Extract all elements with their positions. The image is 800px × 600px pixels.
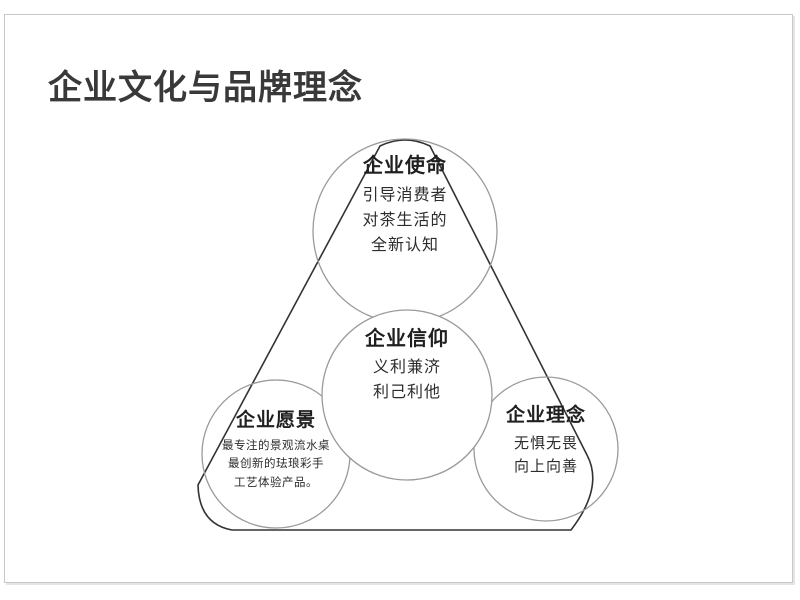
node-mission-title: 企业使命 — [363, 155, 447, 177]
node-faith-title: 企业信仰 — [365, 328, 449, 350]
circle-faith — [321, 309, 493, 481]
rounded-triangle-outline — [197, 139, 594, 531]
culture-diagram: 企业使命 引导消费者 对茶生活的 全新认知 企业信仰 义利兼济 利己利他 企业愿… — [5, 15, 792, 582]
node-mission-body: 引导消费者 对茶生活的 全新认知 — [313, 184, 497, 258]
node-mission-line-3: 全新认知 — [370, 236, 439, 254]
node-philosophy-body: 无惧无畏 向上向善 — [474, 432, 618, 479]
node-philosophy[interactable]: 企业理念 无惧无畏 向上向善 — [474, 377, 618, 521]
node-vision-line-2: 最创新的珐琅彩手 — [228, 458, 324, 471]
slide-canvas: 企业文化与品牌理念 企业使命 引导消费者 对茶生活的 全新认知 企业信仰 义利兼… — [4, 14, 793, 583]
node-mission[interactable]: 企业使命 引导消费者 对茶生活的 全新认知 — [313, 139, 497, 323]
node-faith[interactable]: 企业信仰 义利兼济 利己利他 — [322, 310, 492, 480]
diagram-shapes — [197, 138, 619, 531]
node-mission-line-2: 对茶生活的 — [362, 211, 448, 229]
node-faith-line-1: 义利兼济 — [372, 359, 441, 376]
node-mission-line-1: 引导消费者 — [362, 187, 448, 204]
node-vision-line-3: 工艺体验产品。 — [234, 476, 318, 489]
node-philosophy-line-2: 向上向善 — [513, 458, 578, 476]
node-vision-body: 最专注的景观流水桌 最创新的珐琅彩手 工艺体验产品。 — [202, 437, 350, 492]
node-vision[interactable]: 企业愿景 最专注的景观流水桌 最创新的珐琅彩手 工艺体验产品。 — [202, 380, 350, 528]
node-vision-title: 企业愿景 — [235, 410, 316, 431]
node-faith-body: 义利兼济 利己利他 — [322, 356, 492, 406]
circle-philosophy — [473, 376, 619, 522]
node-faith-line-2: 利己利他 — [372, 383, 441, 401]
node-vision-line-1: 最专注的景观流水桌 — [222, 439, 330, 452]
node-philosophy-line-1: 无惧无畏 — [513, 434, 578, 452]
node-philosophy-title: 企业理念 — [505, 405, 586, 426]
page-title: 企业文化与品牌理念 — [48, 69, 363, 107]
